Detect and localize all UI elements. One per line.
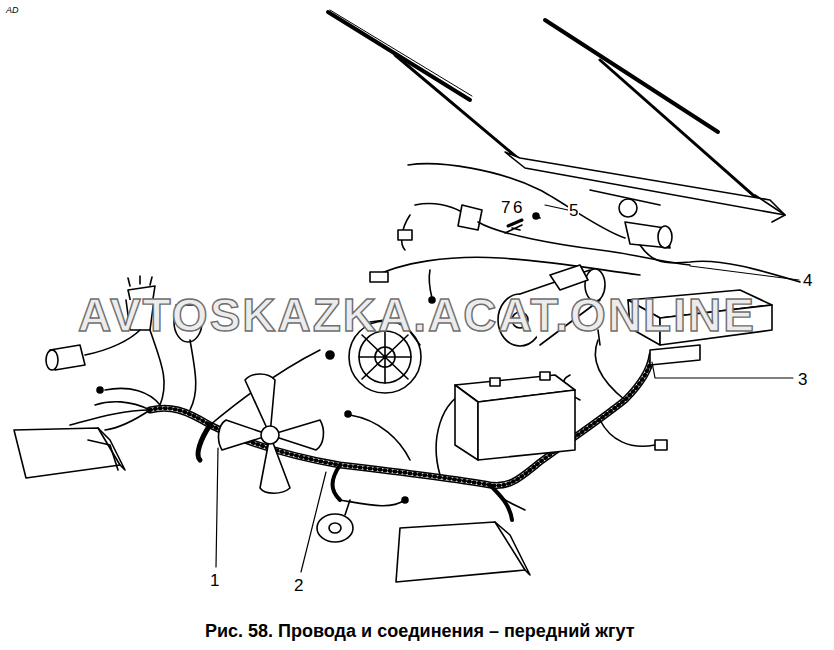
wiring-harness xyxy=(333,465,341,500)
fuse-box xyxy=(650,345,700,365)
fasteners xyxy=(533,213,539,219)
figure-caption: Рис. 58. Провода и соединения – передний… xyxy=(205,622,635,640)
fan xyxy=(219,374,324,493)
wiper-assembly xyxy=(658,226,672,248)
wiring-harness xyxy=(402,497,408,503)
wiring-harness xyxy=(345,411,351,417)
upper-wires xyxy=(370,164,800,303)
watermark: AVTOSKAZKA.ACAT.ONLINE xyxy=(78,292,756,338)
wiring-harness xyxy=(198,425,210,460)
battery xyxy=(490,378,500,386)
ignition-parts xyxy=(128,276,152,286)
wiring-harness xyxy=(95,402,150,410)
wiper-assembly xyxy=(505,152,785,215)
battery xyxy=(455,372,575,460)
callout-number: 3 xyxy=(797,371,808,388)
wiper-assembly xyxy=(328,10,785,248)
headlight xyxy=(495,522,530,575)
headlight xyxy=(88,440,118,470)
callout-number: 4 xyxy=(802,272,813,289)
fasteners xyxy=(508,220,522,226)
leader-line xyxy=(652,362,793,378)
starter-motor xyxy=(550,265,588,290)
horn xyxy=(329,523,341,533)
ignition-parts xyxy=(97,387,103,393)
wiring-harness xyxy=(595,340,625,400)
horn xyxy=(317,514,353,542)
callout-number: 1 xyxy=(209,572,220,589)
callout-number: 7 xyxy=(500,199,511,216)
wiper-assembly xyxy=(395,55,520,160)
ignition-parts xyxy=(190,340,196,410)
wiring-harness xyxy=(655,440,667,450)
leader-line xyxy=(216,448,218,567)
alternator xyxy=(359,331,411,383)
wiper-assembly xyxy=(755,195,785,222)
upper-wires xyxy=(640,245,800,282)
alternator xyxy=(359,331,411,383)
headlight xyxy=(14,428,120,478)
headlight xyxy=(14,428,530,582)
fan xyxy=(260,435,290,493)
figure-code: AD xyxy=(6,6,19,15)
leader-line xyxy=(545,205,568,210)
fan xyxy=(261,426,279,444)
callout-number: 5 xyxy=(568,202,579,219)
upper-wires xyxy=(534,214,540,218)
wiring-harness xyxy=(105,410,150,430)
wiring-harness xyxy=(600,420,655,446)
ignition-parts xyxy=(46,350,58,370)
wiring-harness xyxy=(490,485,525,510)
wiper-assembly xyxy=(330,10,472,96)
leader-line xyxy=(216,205,799,572)
upper-wires xyxy=(408,164,625,238)
upper-wires xyxy=(458,205,482,230)
wiring-harness xyxy=(350,415,410,460)
battery xyxy=(455,385,478,460)
wiring-harness xyxy=(326,351,334,359)
upper-wires xyxy=(398,230,412,240)
battery xyxy=(540,372,550,380)
horn xyxy=(345,500,350,515)
callout-number: 2 xyxy=(293,577,304,594)
ignition-parts xyxy=(150,330,164,405)
battery xyxy=(478,390,575,460)
leader-line xyxy=(690,266,799,280)
horn xyxy=(317,500,353,542)
callout-number: 6 xyxy=(512,199,523,216)
leader-line xyxy=(301,472,326,572)
wiper-assembly xyxy=(619,199,637,217)
wiper-assembly xyxy=(545,20,718,132)
wiper-assembly xyxy=(328,12,470,100)
upper-wires xyxy=(370,272,388,282)
